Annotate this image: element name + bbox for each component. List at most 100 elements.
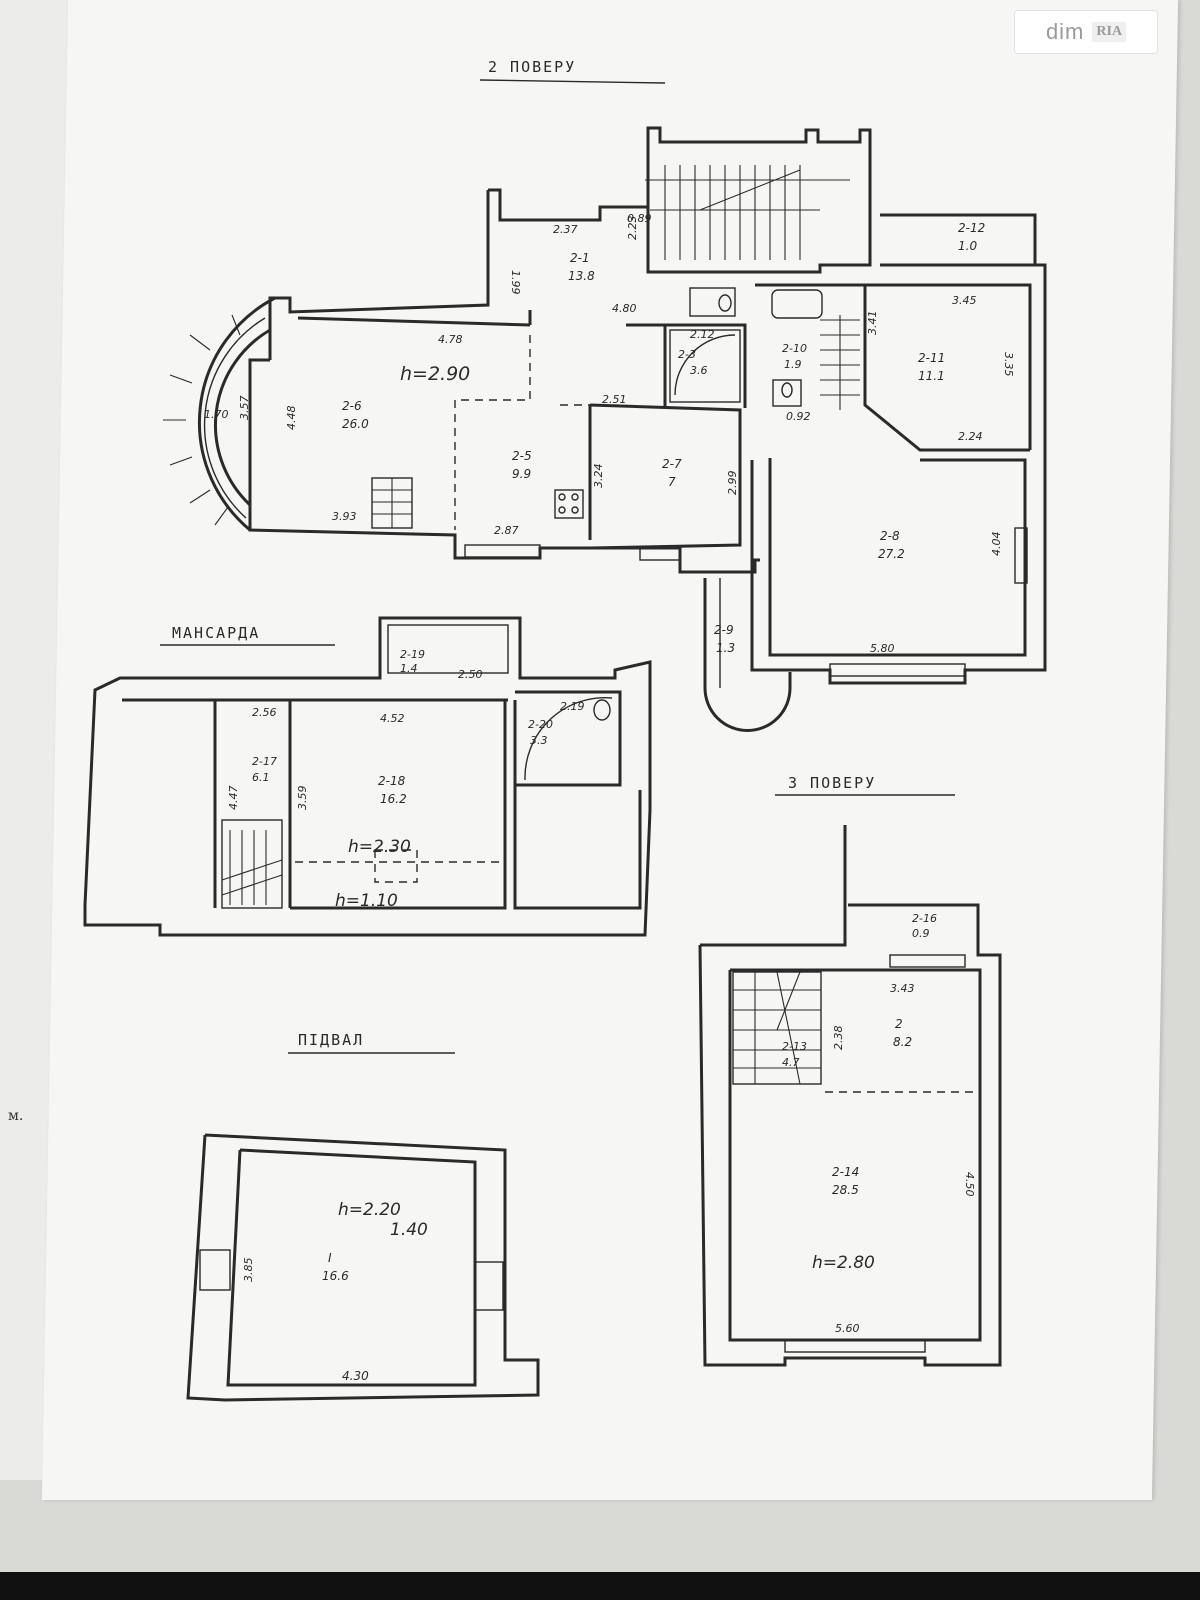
- heading-basement: ПІДВАЛ: [298, 1031, 364, 1049]
- dimension: 1.99: [509, 270, 522, 295]
- stove-icon: [554, 489, 584, 519]
- room-area: 9.9: [512, 467, 531, 481]
- dimension: 1.70: [204, 408, 229, 421]
- attic-plan: h=2.30 h=1.10 2-18 16.2 2-17 6.1 2-19 1.…: [83, 616, 652, 937]
- window-icon: [474, 1261, 504, 1311]
- dimension: 4.48: [285, 406, 298, 431]
- room-id: 2-5: [512, 449, 532, 463]
- room-id: 2-16: [912, 912, 937, 925]
- toilet-icon: [689, 287, 736, 317]
- room-id: I: [328, 1251, 332, 1265]
- dimension: 3.43: [890, 982, 915, 995]
- dimension: 0.92: [786, 410, 811, 423]
- room-area: 16.2: [380, 792, 407, 806]
- stair-icon: [820, 315, 860, 410]
- zone-boundary: [454, 335, 531, 530]
- floor3-outer-wall: [698, 825, 1002, 1367]
- ceiling-height: h=2.90: [400, 363, 470, 385]
- dimension: 4.30: [342, 1369, 369, 1383]
- balcony-2-19: [387, 624, 509, 674]
- hatch-outline: [374, 849, 418, 883]
- dimension: 4.78: [438, 333, 463, 346]
- window-icon: [464, 544, 541, 558]
- dimension: 4.80: [612, 302, 637, 315]
- watermark: dim RIA: [1014, 10, 1158, 54]
- room-id: 2-14: [832, 1165, 859, 1179]
- dimension: 2.23: [626, 216, 639, 241]
- room-id: 2-18: [378, 774, 406, 788]
- dimension: 5.60: [835, 1322, 860, 1335]
- room-area: 7: [668, 475, 676, 489]
- room-id: 2-6: [342, 399, 362, 413]
- room-2-8-inner: [768, 458, 1027, 657]
- ceiling-height: h=2.30: [348, 837, 411, 857]
- basement-inner-wall: [226, 1148, 477, 1387]
- room-2-8-wall: [750, 263, 1047, 685]
- dimension: 0.89: [627, 212, 652, 225]
- dimension: 3.24: [592, 464, 605, 489]
- room-area: 27.2: [878, 547, 905, 561]
- room-area: 11.1: [918, 369, 945, 383]
- room-area: 0.9: [912, 927, 930, 940]
- vestibule-2-9: [703, 578, 792, 732]
- ceiling-height: h=1.10: [335, 891, 398, 911]
- room-id: 2: [895, 1017, 903, 1031]
- stair-icon: [221, 819, 283, 909]
- stair-icon: [732, 971, 822, 1085]
- dimension: 4.04: [990, 532, 1003, 557]
- room-id: 2-3: [678, 348, 696, 361]
- room-area: 3.6: [690, 364, 708, 377]
- dimension: 2.37: [553, 223, 578, 236]
- dimension: 4.50: [963, 1172, 976, 1197]
- ceiling-height: h=2.20: [338, 1200, 401, 1220]
- room-id: 2-11: [918, 351, 945, 365]
- room-id: 2-13: [782, 1040, 807, 1053]
- floor3-inner-wall: [728, 968, 982, 1342]
- bathroom-wall: [626, 323, 747, 408]
- bay-window-glass: [203, 317, 266, 519]
- room-id: 2-12: [958, 221, 985, 235]
- floor2-plan: 2-1 13.8 h=2.90 2-6 26.0 2-5 9.9 2-7 7 2…: [163, 126, 1047, 732]
- room-id: 2-9: [714, 623, 734, 637]
- watermark-ria: RIA: [1092, 22, 1127, 42]
- shower-icon: [524, 696, 613, 781]
- room-2-11-wall: [755, 283, 1032, 452]
- window-icon: [639, 547, 681, 561]
- room-area: 28.5: [832, 1183, 859, 1197]
- dimension: 2.50: [458, 668, 483, 681]
- heading-underline: [479, 79, 666, 84]
- wall-segment: [297, 316, 531, 327]
- window-icon: [889, 954, 966, 968]
- dimension: 5.80: [870, 642, 895, 655]
- margin-mark: м.: [8, 1108, 24, 1124]
- room-id: 2-19: [400, 648, 425, 661]
- heading-floor2: 2 ПОВЕРУ: [488, 58, 576, 76]
- bottom-bar: [0, 1572, 1200, 1600]
- bay-window-inner: [214, 328, 271, 507]
- dimension: 3.35: [1002, 352, 1015, 377]
- dimension: 3.59: [296, 786, 309, 811]
- dimension: 3.57: [238, 396, 251, 421]
- room-area: 1.4: [400, 662, 418, 675]
- ceiling-height: 1.40: [390, 1220, 428, 1240]
- dimension: 2.19: [560, 700, 585, 713]
- dimension: 2.12: [690, 328, 715, 341]
- dimension: 2.56: [252, 706, 277, 719]
- toilet-icon: [772, 379, 802, 407]
- window-icon: [199, 1249, 231, 1291]
- dimension: 3.85: [242, 1258, 255, 1283]
- ceiling-height: h=2.80: [812, 1253, 875, 1273]
- room-area: 1.0: [958, 239, 977, 253]
- room-area: 4.7: [782, 1056, 800, 1069]
- floor2-north-wall: [488, 188, 648, 222]
- room-area: 3.3: [530, 734, 548, 747]
- attic-bathroom-wall: [515, 690, 622, 787]
- attic-inner-walls: [122, 698, 642, 910]
- room-area: 13.8: [568, 269, 595, 283]
- window-icon: [189, 334, 211, 351]
- dimension: 4.52: [380, 712, 405, 725]
- heading-floor3: 3 ПОВЕРУ: [788, 774, 876, 792]
- shower-arc: [674, 334, 736, 396]
- room-area: 6.1: [252, 771, 270, 784]
